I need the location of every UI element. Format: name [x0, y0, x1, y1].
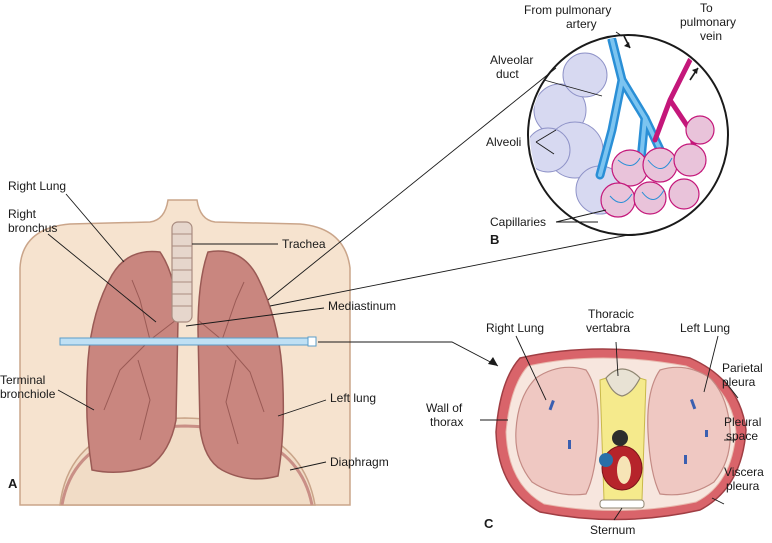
- panel-label-c: C: [484, 516, 494, 531]
- label-capillaries: Capillaries: [490, 215, 546, 229]
- label-wall-2: thorax: [430, 415, 463, 429]
- capillary-clusters: [600, 115, 715, 218]
- label-to-vein-1: To: [700, 1, 713, 15]
- label-diaphragm: Diaphragm: [330, 455, 389, 469]
- section-arrowhead: [488, 357, 498, 366]
- label-from-artery-2: artery: [566, 17, 597, 31]
- sternum-section: [599, 499, 645, 509]
- label-pleural-space-2: space: [726, 429, 758, 443]
- label-left-lung-a: Left lung: [330, 391, 376, 405]
- label-visceral-2: pleura: [726, 479, 760, 493]
- trachea-rings: [172, 233, 192, 307]
- label-to-vein-2: pulmonary: [680, 15, 736, 29]
- label-right-lung-a: Right Lung: [8, 179, 66, 193]
- label-trachea: Trachea: [282, 237, 326, 251]
- label-parietal-1: Parietal: [722, 361, 763, 375]
- label-terminal-bronchiole-2: bronchiole: [0, 387, 56, 401]
- bronchial-tree: [103, 279, 265, 445]
- panel-b-illustration: [527, 34, 729, 236]
- alveoli-sacs: [530, 52, 625, 215]
- panel-a-illustration: [19, 199, 351, 506]
- labels: A B C Right Lung Right bronchus Trachea …: [0, 1, 764, 537]
- panel-label-a: A: [8, 476, 18, 491]
- label-thoracic-2: vertabra: [586, 321, 630, 335]
- label-to-vein-3: vein: [700, 29, 722, 43]
- label-thoracic-1: Thoracic: [588, 307, 634, 321]
- label-alveolar-duct-1: Alveolar: [490, 53, 533, 67]
- panel-c-illustration: [495, 348, 747, 521]
- vessel-section: [599, 453, 613, 467]
- magnify-line-upper: [267, 67, 557, 301]
- panel-label-b: B: [490, 232, 499, 247]
- label-parietal-2: pleura: [722, 375, 756, 389]
- diaphragm-muscle: [60, 424, 314, 506]
- label-terminal-bronchiole-1: Terminal: [0, 373, 45, 387]
- label-sternum: Sternum: [590, 523, 635, 537]
- leader-lines: [47, 31, 739, 521]
- section-arrow: [318, 341, 499, 367]
- label-from-artery-1: From pulmonary: [524, 3, 611, 17]
- label-right-bronchus-2: bronchus: [8, 221, 57, 235]
- label-left-lung-c: Left Lung: [680, 321, 730, 335]
- right-lung-section: [515, 366, 599, 496]
- capillary-lines: [609, 157, 673, 203]
- label-alveolar-duct-2: duct: [496, 67, 519, 81]
- label-mediastinum: Mediastinum: [328, 299, 396, 313]
- lung-vessel-dots: [548, 398, 708, 464]
- section-plane-tab: [307, 336, 317, 347]
- magnify-line-lower: [269, 234, 629, 307]
- left-lung-section: [647, 366, 731, 496]
- label-right-bronchus-1: Right: [8, 207, 37, 221]
- label-alveoli: Alveoli: [486, 135, 521, 149]
- trachea-shape: [171, 221, 193, 323]
- vertebra-section: [605, 368, 641, 397]
- right-lung-shape: [85, 250, 179, 473]
- section-plane: [59, 337, 311, 346]
- label-visceral-1: Viscera: [724, 465, 764, 479]
- aorta-section: [612, 430, 628, 446]
- left-lung-shape: [197, 250, 285, 480]
- label-pleural-space-1: Pleural: [724, 415, 761, 429]
- label-wall-1: Wall of: [426, 401, 463, 415]
- label-right-lung-c: Right Lung: [486, 321, 544, 335]
